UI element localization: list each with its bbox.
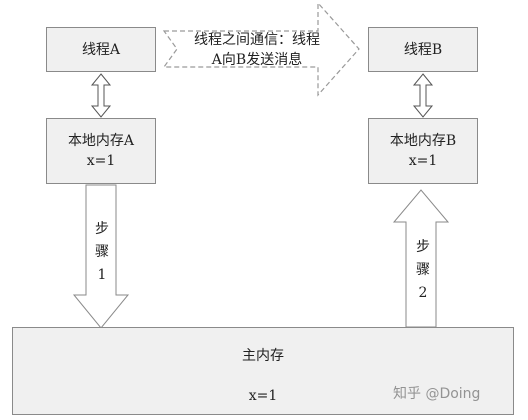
main-memory-label: 主内存 xyxy=(242,348,284,364)
step-2-char-2: 骤 xyxy=(416,262,430,278)
step-2-label: 步 骤 2 xyxy=(413,236,433,305)
local-memory-b-box: 本地内存B x=1 xyxy=(368,118,478,184)
message-text: 线程之间通信：线程 A向B发送消息 xyxy=(176,30,338,70)
thread-b-box: 线程B xyxy=(368,27,478,72)
thread-a-label: 线程A xyxy=(81,41,121,58)
step-1-char-1: 步 xyxy=(95,221,109,237)
step-1-char-2: 骤 xyxy=(95,244,109,260)
local-memory-a-value: x=1 xyxy=(86,153,116,169)
message-line-2: A向B发送消息 xyxy=(211,52,303,68)
step-1-number: 1 xyxy=(97,267,107,283)
step2-up-arrow xyxy=(392,189,450,328)
main-memory-box: 主内存 x=1 xyxy=(12,327,514,415)
double-arrow-b xyxy=(412,73,434,118)
step-1-label: 步 骤 1 xyxy=(92,218,112,287)
message-arrow xyxy=(162,1,360,97)
double-arrow-a xyxy=(90,73,112,118)
local-memory-a-label: 本地内存A xyxy=(67,133,135,149)
local-memory-b-label: 本地内存B xyxy=(389,133,457,149)
thread-b-label: 线程B xyxy=(403,41,443,58)
step-2-char-1: 步 xyxy=(416,239,430,255)
thread-a-box: 线程A xyxy=(46,27,156,72)
step1-down-arrow xyxy=(72,184,130,329)
main-memory-value: x=1 xyxy=(248,388,278,404)
local-memory-b-value: x=1 xyxy=(408,153,438,169)
step-2-number: 2 xyxy=(418,285,428,301)
watermark: 知乎 @Doing xyxy=(393,386,481,402)
local-memory-a-box: 本地内存A x=1 xyxy=(46,118,156,184)
message-line-1: 线程之间通信：线程 xyxy=(194,32,320,48)
